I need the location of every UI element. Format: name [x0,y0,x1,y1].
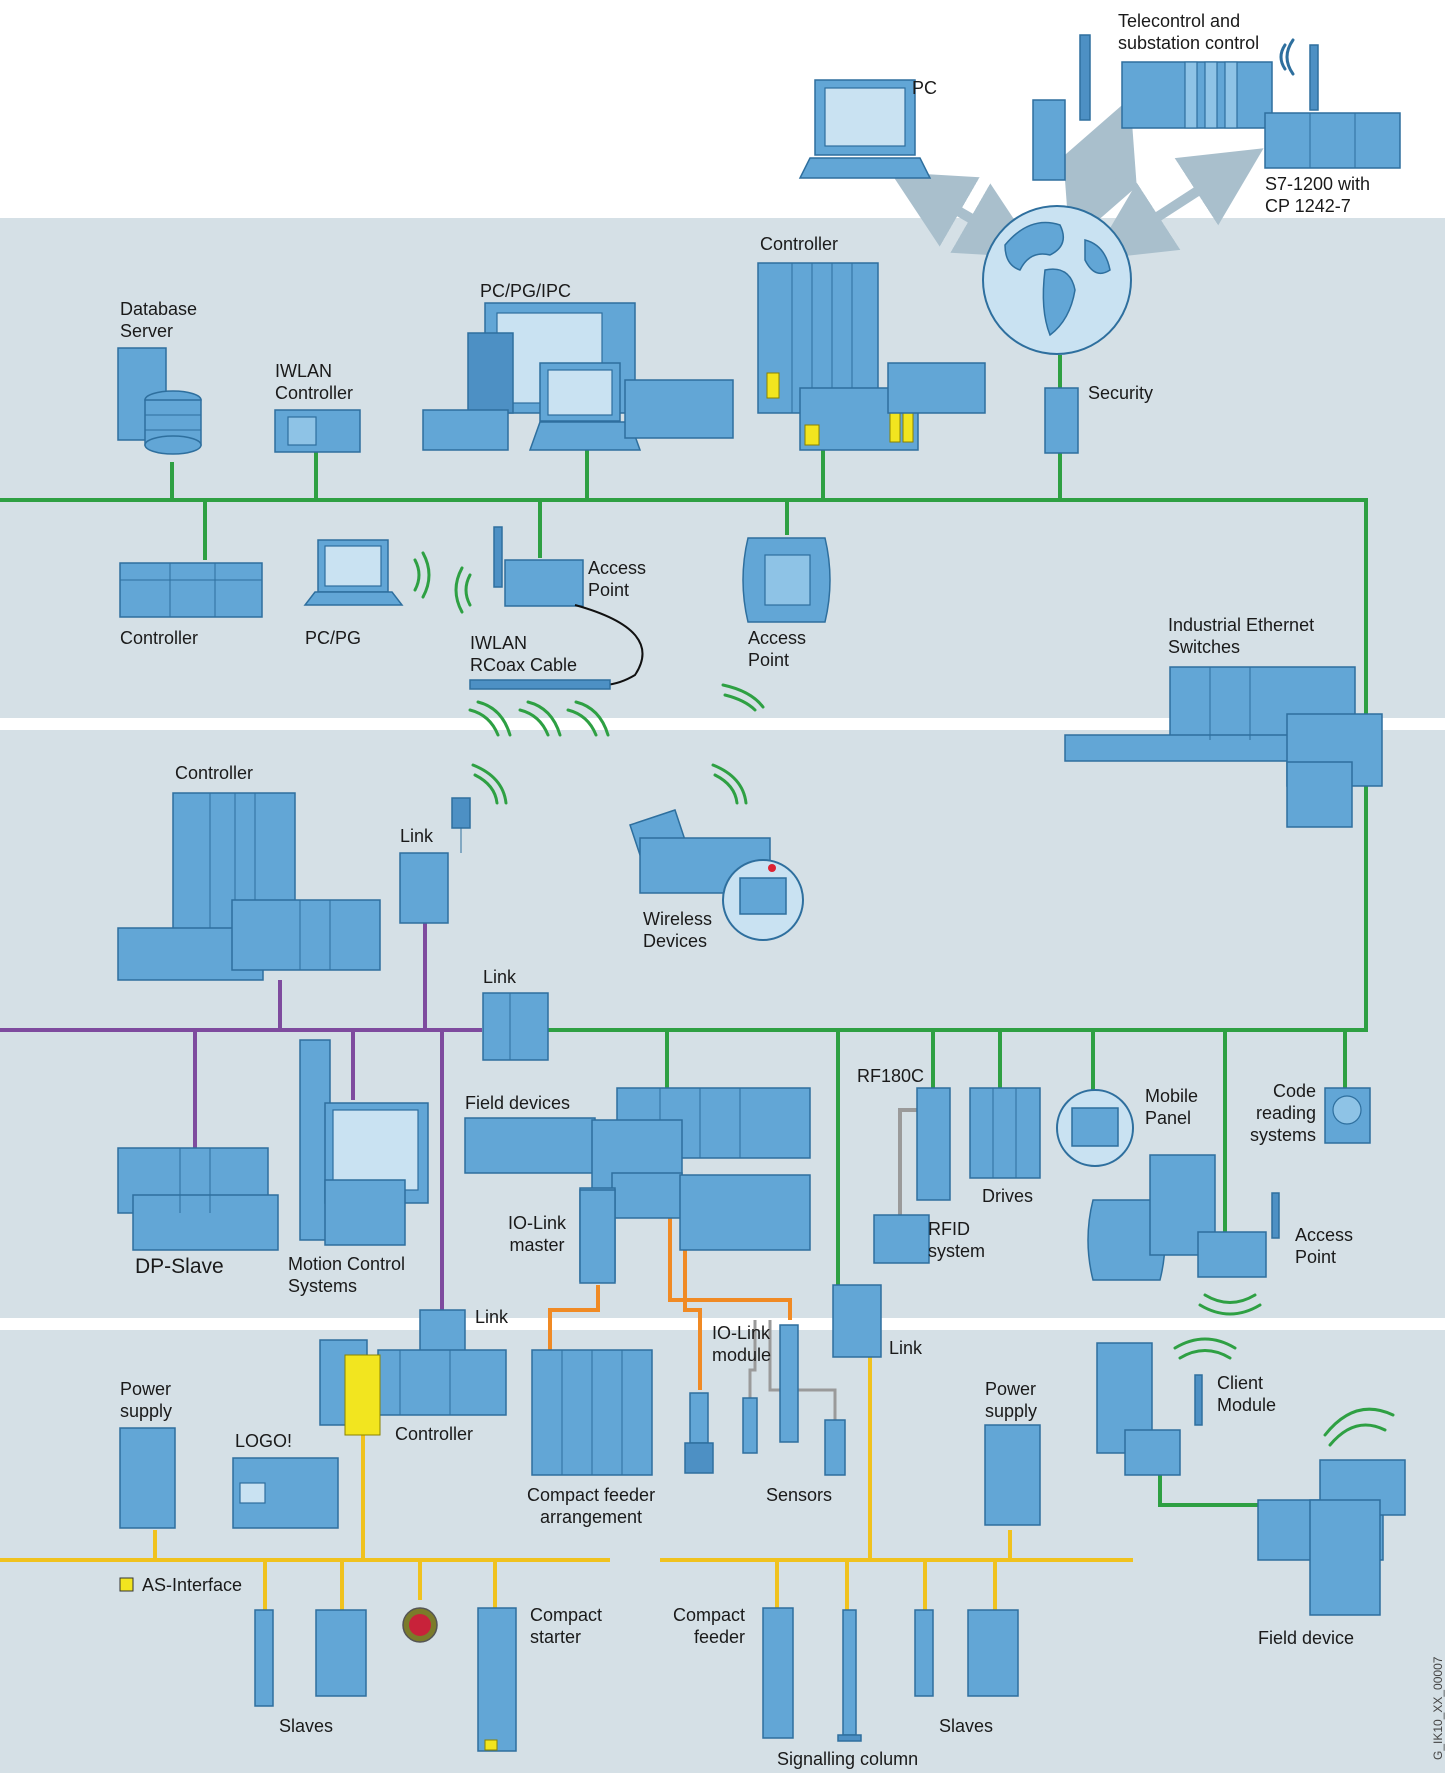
link-2-device [482,992,549,1061]
pc-pg-ipc-device [422,302,734,451]
globe-icon [982,205,1132,355]
access-point-2-device [721,537,831,712]
s7-1200-device [1264,44,1401,169]
industrial-ethernet-switches-device [1064,666,1383,828]
plant-level-band [0,218,1445,718]
mobile-panel-label: Mobile Panel [1145,1086,1199,1128]
iwlan-controller-device [274,409,361,453]
slaves-1-devices [254,1609,367,1707]
field-devices-label: Field devices [465,1093,571,1113]
as-interface-label: AS-Interface [142,1575,243,1595]
client-module-label: Client Module [1217,1373,1277,1415]
compact-starter-label: Compact starter [530,1605,603,1647]
access-point-2-label: Access Point [748,628,807,670]
rf180c-device [873,1087,951,1264]
iwlan-controller-label: IWLAN Controller [275,361,354,403]
field-device-label: Field device [1258,1628,1355,1648]
pc-pg-label: PC/PG [305,628,362,648]
image-code-label: G_IK10_XX_00007 [1431,1656,1445,1760]
compact-feeder-arrangement-label: Compact feeder arrangement [527,1485,656,1527]
internet-arrows [890,98,1264,260]
link-2-label: Link [483,967,517,987]
access-point-1-label: Access Point [588,558,647,600]
link-3-device [832,1284,882,1358]
logo-label: LOGO! [235,1431,293,1451]
pc-icon [798,79,932,179]
power-supply-2-label: Power supply [985,1379,1038,1421]
rfid-system-label: RFID system [928,1219,986,1261]
io-link-master-label: IO-Link master [508,1213,567,1255]
as-interface-legend-swatch [119,1577,134,1592]
wireless-devices [629,763,804,941]
access-point-3-label: Access Point [1295,1225,1354,1267]
link-4-label: Link [889,1338,923,1358]
pc-label: PC [912,78,938,98]
controller-row2-label: Controller [120,628,199,648]
s7-1200-label: S7-1200 with CP 1242-7 [1265,174,1371,216]
sensors-label: Sensors [766,1485,833,1505]
signalling-column-label: Signalling column [777,1749,919,1769]
controller-profibus-device [117,792,381,981]
telecontrol-label: Telecontrol and substation control [1118,11,1260,53]
sensor-wires [748,1320,837,1420]
mobile-panel-device [1056,1089,1134,1167]
iwlan-rcoax-label: IWLAN RCoax Cable [470,633,578,675]
controller-profibus-label: Controller [175,763,254,783]
controller-row2-device [119,562,263,618]
signalling-column-device [837,1609,862,1742]
motion-control-label: Motion Control Systems [288,1254,406,1296]
compact-starter-device [477,1607,517,1752]
sensor-level-band [0,1330,1445,1773]
dp-slave-device [117,1147,279,1251]
telecontrol-devices [1032,34,1295,181]
emergency-stop-icon [402,1607,438,1643]
io-link-module-device [779,1324,799,1443]
power-supply-2-device [984,1424,1041,1526]
dp-slave-label: DP-Slave [135,1255,224,1278]
compact-feeder-label: Compact feeder [673,1605,746,1647]
profibus-lines [0,920,482,1310]
slaves-1-label: Slaves [279,1716,334,1736]
controller-top-device [757,262,986,451]
rcoax-radiation [468,700,610,737]
database-server-device [117,347,202,455]
as-interface-lines [0,1355,1133,1610]
security-label: Security [1088,383,1154,403]
access-point-3-device [1087,1154,1280,1316]
motion-control-device [299,1039,429,1246]
controller-bottom-device [319,1309,507,1436]
access-point-1-device [454,526,644,690]
database-server-label: Database Server [120,299,198,341]
field-device-bottom [1257,1407,1406,1616]
pc-pg-ipc-label: PC/PG/IPC [480,281,572,301]
power-supply-1-label: Power supply [120,1379,173,1421]
drives-label: Drives [982,1186,1034,1206]
security-device [1044,387,1079,454]
sensor-devices [684,1392,846,1476]
compact-feeder-device [762,1607,794,1739]
pc-pg-laptop-device [303,539,431,606]
industrial-ethernet-switches-label: Industrial Ethernet Switches [1168,615,1315,657]
client-module-device [1096,1337,1237,1476]
rf180c-label: RF180C [857,1066,925,1086]
compact-feeder-arrangement-device [531,1349,653,1476]
controller-bottom-label: Controller [395,1424,474,1444]
io-link-master-device [579,1189,616,1284]
controller-top-label: Controller [760,234,839,254]
io-link-module-label: IO-Link module [712,1323,772,1365]
slaves-2-devices [914,1609,1019,1697]
slaves-2-label: Slaves [939,1716,994,1736]
link-3-label: Link [475,1307,509,1327]
code-reading-device [1324,1087,1371,1144]
link-1-label: Link [400,826,434,846]
link-1-device [399,763,508,924]
power-supply-1-device [119,1427,176,1529]
drives-device [969,1087,1041,1179]
code-reading-label: Code reading systems [1250,1081,1317,1145]
logo-device [232,1457,339,1529]
wireless-devices-label: Wireless Devices [643,909,713,951]
